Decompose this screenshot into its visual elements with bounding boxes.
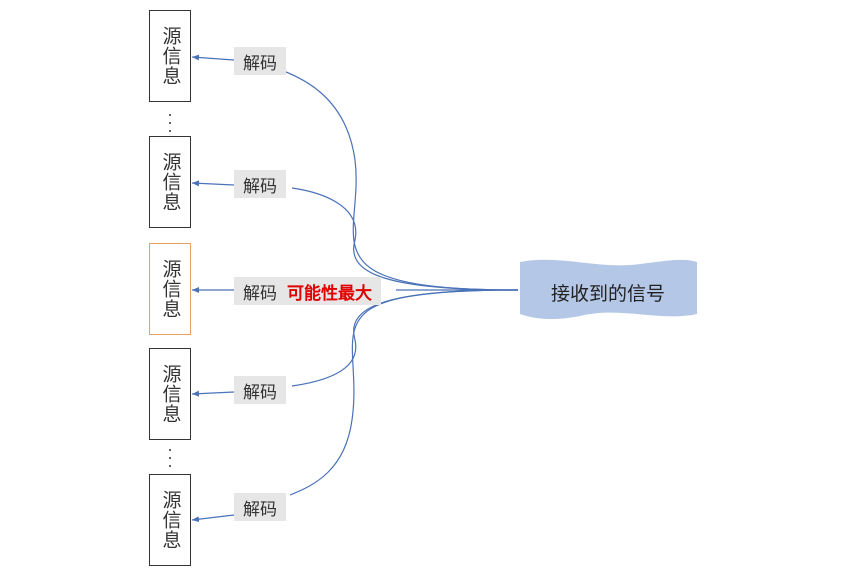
decode-arrow-2 bbox=[191, 180, 235, 187]
source-box-5: 源信息 bbox=[149, 474, 191, 566]
most-likely-note: 可能性最大 bbox=[287, 283, 372, 304]
decode-text: 解码 bbox=[243, 499, 277, 520]
connector-curve-5 bbox=[289, 289, 519, 496]
connector-curve-1 bbox=[265, 64, 519, 291]
source-box-2: 源信息 bbox=[149, 136, 191, 228]
decode-label-5: 解码 bbox=[234, 493, 286, 521]
decode-arrow-4 bbox=[191, 390, 235, 397]
source-label: 源信息 bbox=[159, 364, 182, 424]
decode-arrow-1 bbox=[191, 54, 235, 61]
connector-curve-2 bbox=[291, 187, 519, 291]
received-signal-label: 接收到的信号 bbox=[550, 282, 665, 305]
decode-text: 解码 bbox=[243, 283, 277, 304]
source-label: 源信息 bbox=[159, 259, 182, 319]
source-label: 源信息 bbox=[159, 152, 182, 212]
decode-text: 解码 bbox=[243, 382, 277, 403]
received-signal-shape bbox=[520, 259, 697, 320]
source-box-3-most-likely: 源信息 bbox=[149, 243, 191, 335]
decode-label-1: 解码 bbox=[234, 47, 286, 75]
decode-label-2: 解码 bbox=[234, 170, 286, 198]
ellipsis-bottom bbox=[165, 449, 175, 467]
decode-label-3: 解码 可能性最大 bbox=[234, 277, 381, 305]
source-box-4: 源信息 bbox=[149, 348, 191, 440]
source-box-1: 源信息 bbox=[149, 10, 191, 102]
ellipsis-top bbox=[165, 114, 175, 132]
decode-arrow-5 bbox=[191, 514, 235, 523]
source-label: 源信息 bbox=[159, 26, 182, 86]
decode-label-4: 解码 bbox=[234, 376, 286, 404]
decode-text: 解码 bbox=[243, 176, 277, 197]
source-label: 源信息 bbox=[159, 490, 182, 550]
decode-text: 解码 bbox=[243, 53, 277, 74]
